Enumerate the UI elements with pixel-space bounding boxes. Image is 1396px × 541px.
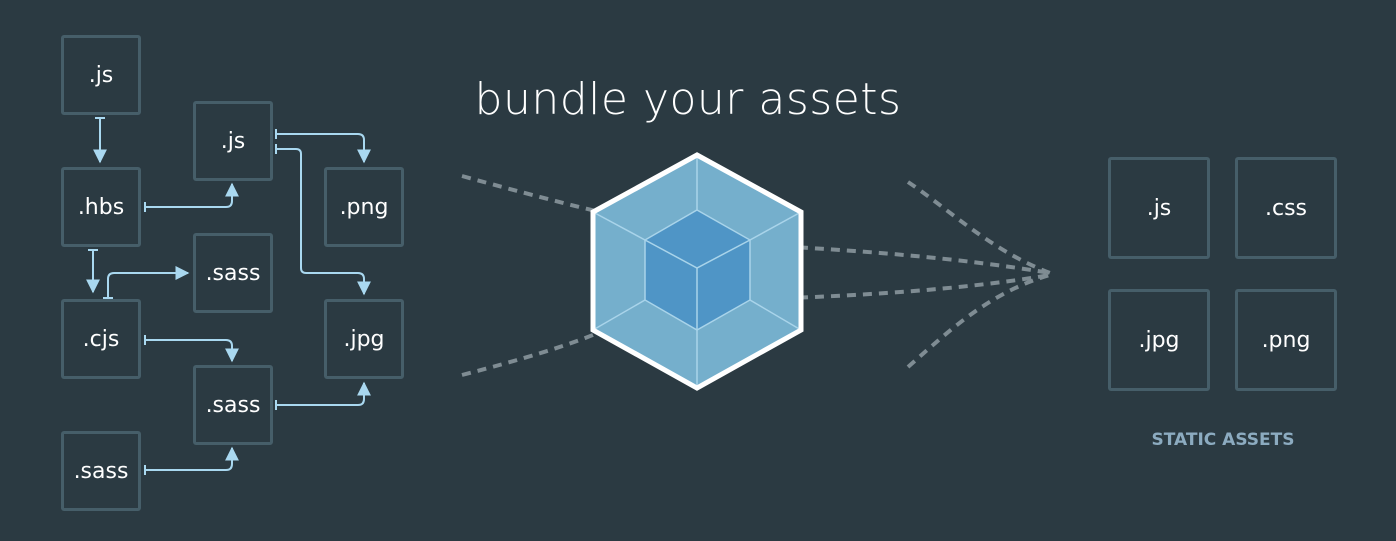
asset-label: .css (1264, 195, 1307, 221)
module-jpg: .jpg (324, 299, 404, 379)
module-label: .png (339, 194, 389, 220)
arrow-sass-b-to-jpg (276, 381, 371, 406)
dash-mid-top (734, 242, 1051, 275)
module-sass-2: .sass (193, 365, 273, 445)
static-assets-label: STATIC ASSETS (1151, 430, 1295, 450)
flow-dashes (461, 174, 1051, 377)
module-sass-3: .sass (61, 431, 141, 511)
arrow-cjs-to-sass-b (145, 339, 239, 363)
module-label: .js (88, 62, 114, 88)
module-label: .hbs (77, 194, 125, 220)
asset-png: .png (1235, 289, 1337, 391)
module-label: .sass (205, 260, 261, 286)
module-label: .sass (73, 458, 129, 484)
arrow-hbs-to-js (145, 182, 239, 208)
asset-css: .css (1235, 157, 1337, 259)
module-label: .cjs (82, 326, 120, 352)
dash-out-bottom (906, 273, 1051, 369)
module-label: .sass (205, 392, 261, 418)
module-png: .png (324, 167, 404, 247)
arrow-js-to-jpg (276, 148, 371, 296)
asset-label: .js (1146, 195, 1172, 221)
asset-label: .jpg (1138, 327, 1180, 353)
module-js-2: .js (193, 101, 273, 181)
module-js: .js (61, 35, 141, 115)
headline: bundle your assets (0, 74, 1376, 125)
arrow-js-to-png (276, 133, 371, 164)
arrow-sass-c-to-sass-b (145, 446, 239, 471)
dependency-arrows (86, 117, 371, 475)
arrow-cjs-to-sass (107, 266, 190, 298)
module-cjs: .cjs (61, 299, 141, 379)
module-label: .jpg (343, 326, 385, 352)
asset-jpg: .jpg (1108, 289, 1210, 391)
webpack-cube-icon (590, 152, 804, 391)
dash-mid-bottom (734, 273, 1051, 302)
asset-label: .png (1261, 327, 1311, 353)
dash-in-bottom (461, 330, 601, 377)
module-label: .js (220, 128, 246, 154)
module-sass: .sass (193, 233, 273, 313)
headline-text: bundle your assets (474, 74, 902, 125)
module-hbs: .hbs (61, 167, 141, 247)
asset-js: .js (1108, 157, 1210, 259)
dash-out-top (906, 180, 1051, 275)
dash-in-top (461, 174, 601, 214)
